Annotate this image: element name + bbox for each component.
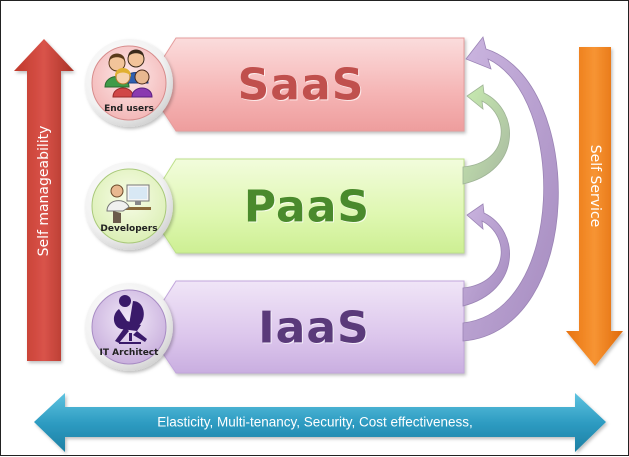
- iaas-label: IaaS: [258, 302, 370, 354]
- self-service-arrow: [566, 47, 623, 366]
- it-architect-label: IT Architect: [99, 348, 159, 358]
- end-users-icon: [104, 49, 153, 98]
- self-service-label: Self Service: [587, 144, 603, 228]
- saas-label: SaaS: [237, 59, 365, 111]
- paas-label: PaaS: [243, 181, 371, 233]
- bottom-double-arrow: [34, 393, 606, 452]
- iaas-to-paas-curve: [462, 203, 510, 307]
- developers-label: Developers: [100, 224, 158, 234]
- bottom-arrow-label: Elasticity, Multi-tenancy, Security, Cos…: [157, 414, 473, 430]
- paas-banner: [145, 158, 465, 254]
- iaas-to-saas-curve: [462, 36, 559, 342]
- saas-banner: [145, 37, 465, 132]
- end-users-label: End users: [104, 104, 154, 114]
- developer-icon: [106, 184, 151, 223]
- self-manageability-arrow: [14, 39, 74, 361]
- paas-to-saas-curve: [462, 84, 510, 185]
- self-manageability-label: Self manageability: [36, 125, 52, 257]
- architect-icon: [113, 295, 147, 344]
